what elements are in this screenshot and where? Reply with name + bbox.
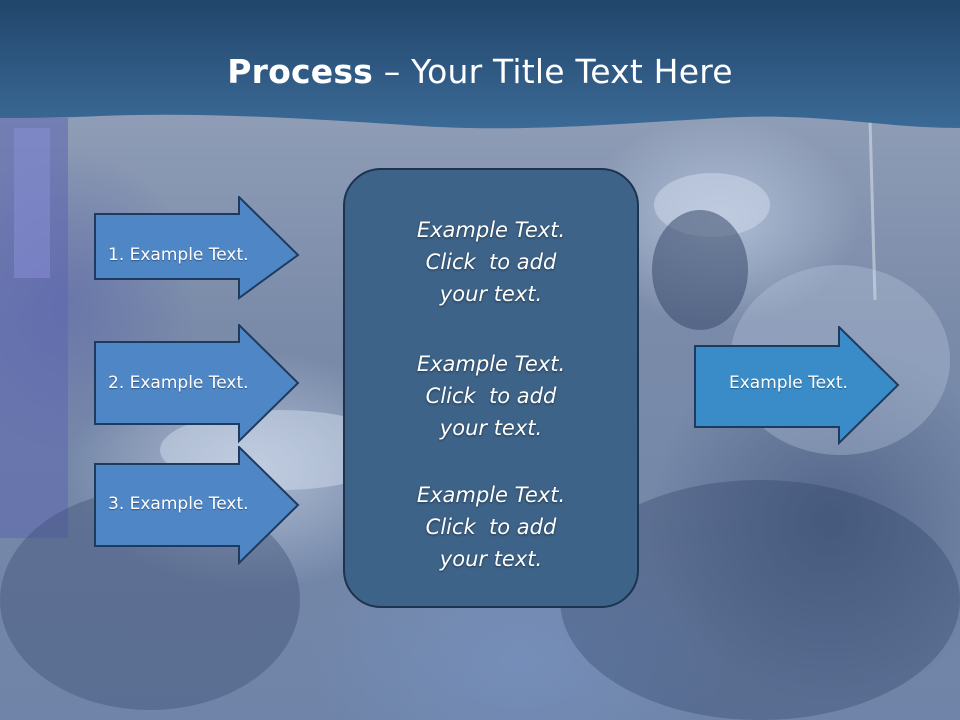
center-block-2: Example Text. Click to add your text. <box>345 348 637 444</box>
center-block-2-line2: Click to add <box>425 384 557 408</box>
center-block-3-line2: Click to add <box>425 515 557 539</box>
left-arrow-2[interactable] <box>94 324 300 444</box>
left-arrow-1-label: 1. Example Text. <box>108 245 249 265</box>
title-bold-text: Process <box>227 52 374 91</box>
center-block-2-line3: your text. <box>439 416 543 440</box>
slide-title[interactable]: Process – Your Title Text Here <box>0 52 960 91</box>
center-block-3-line1: Example Text. <box>416 483 566 507</box>
center-block-1-line2: Click to add <box>425 250 557 274</box>
center-block-1-line3: your text. <box>439 282 543 306</box>
center-block-1-line1: Example Text. <box>416 218 566 242</box>
right-arrow-label: Example Text. <box>729 373 848 393</box>
header-banner <box>0 0 960 129</box>
center-block-2-line1: Example Text. <box>416 352 566 376</box>
center-block-1: Example Text. Click to add your text. <box>345 214 637 310</box>
center-text-box[interactable]: Example Text. Click to add your text. Ex… <box>343 168 639 608</box>
left-arrow-3[interactable] <box>94 446 300 566</box>
center-block-3: Example Text. Click to add your text. <box>345 479 637 575</box>
left-arrow-3-label: 3. Example Text. <box>108 494 249 514</box>
left-arrow-2-label: 2. Example Text. <box>108 373 249 393</box>
center-block-3-line3: your text. <box>439 547 543 571</box>
right-arrow[interactable] <box>694 326 900 446</box>
left-arrow-1[interactable] <box>94 196 300 300</box>
title-rest-text: – Your Title Text Here <box>373 52 733 91</box>
